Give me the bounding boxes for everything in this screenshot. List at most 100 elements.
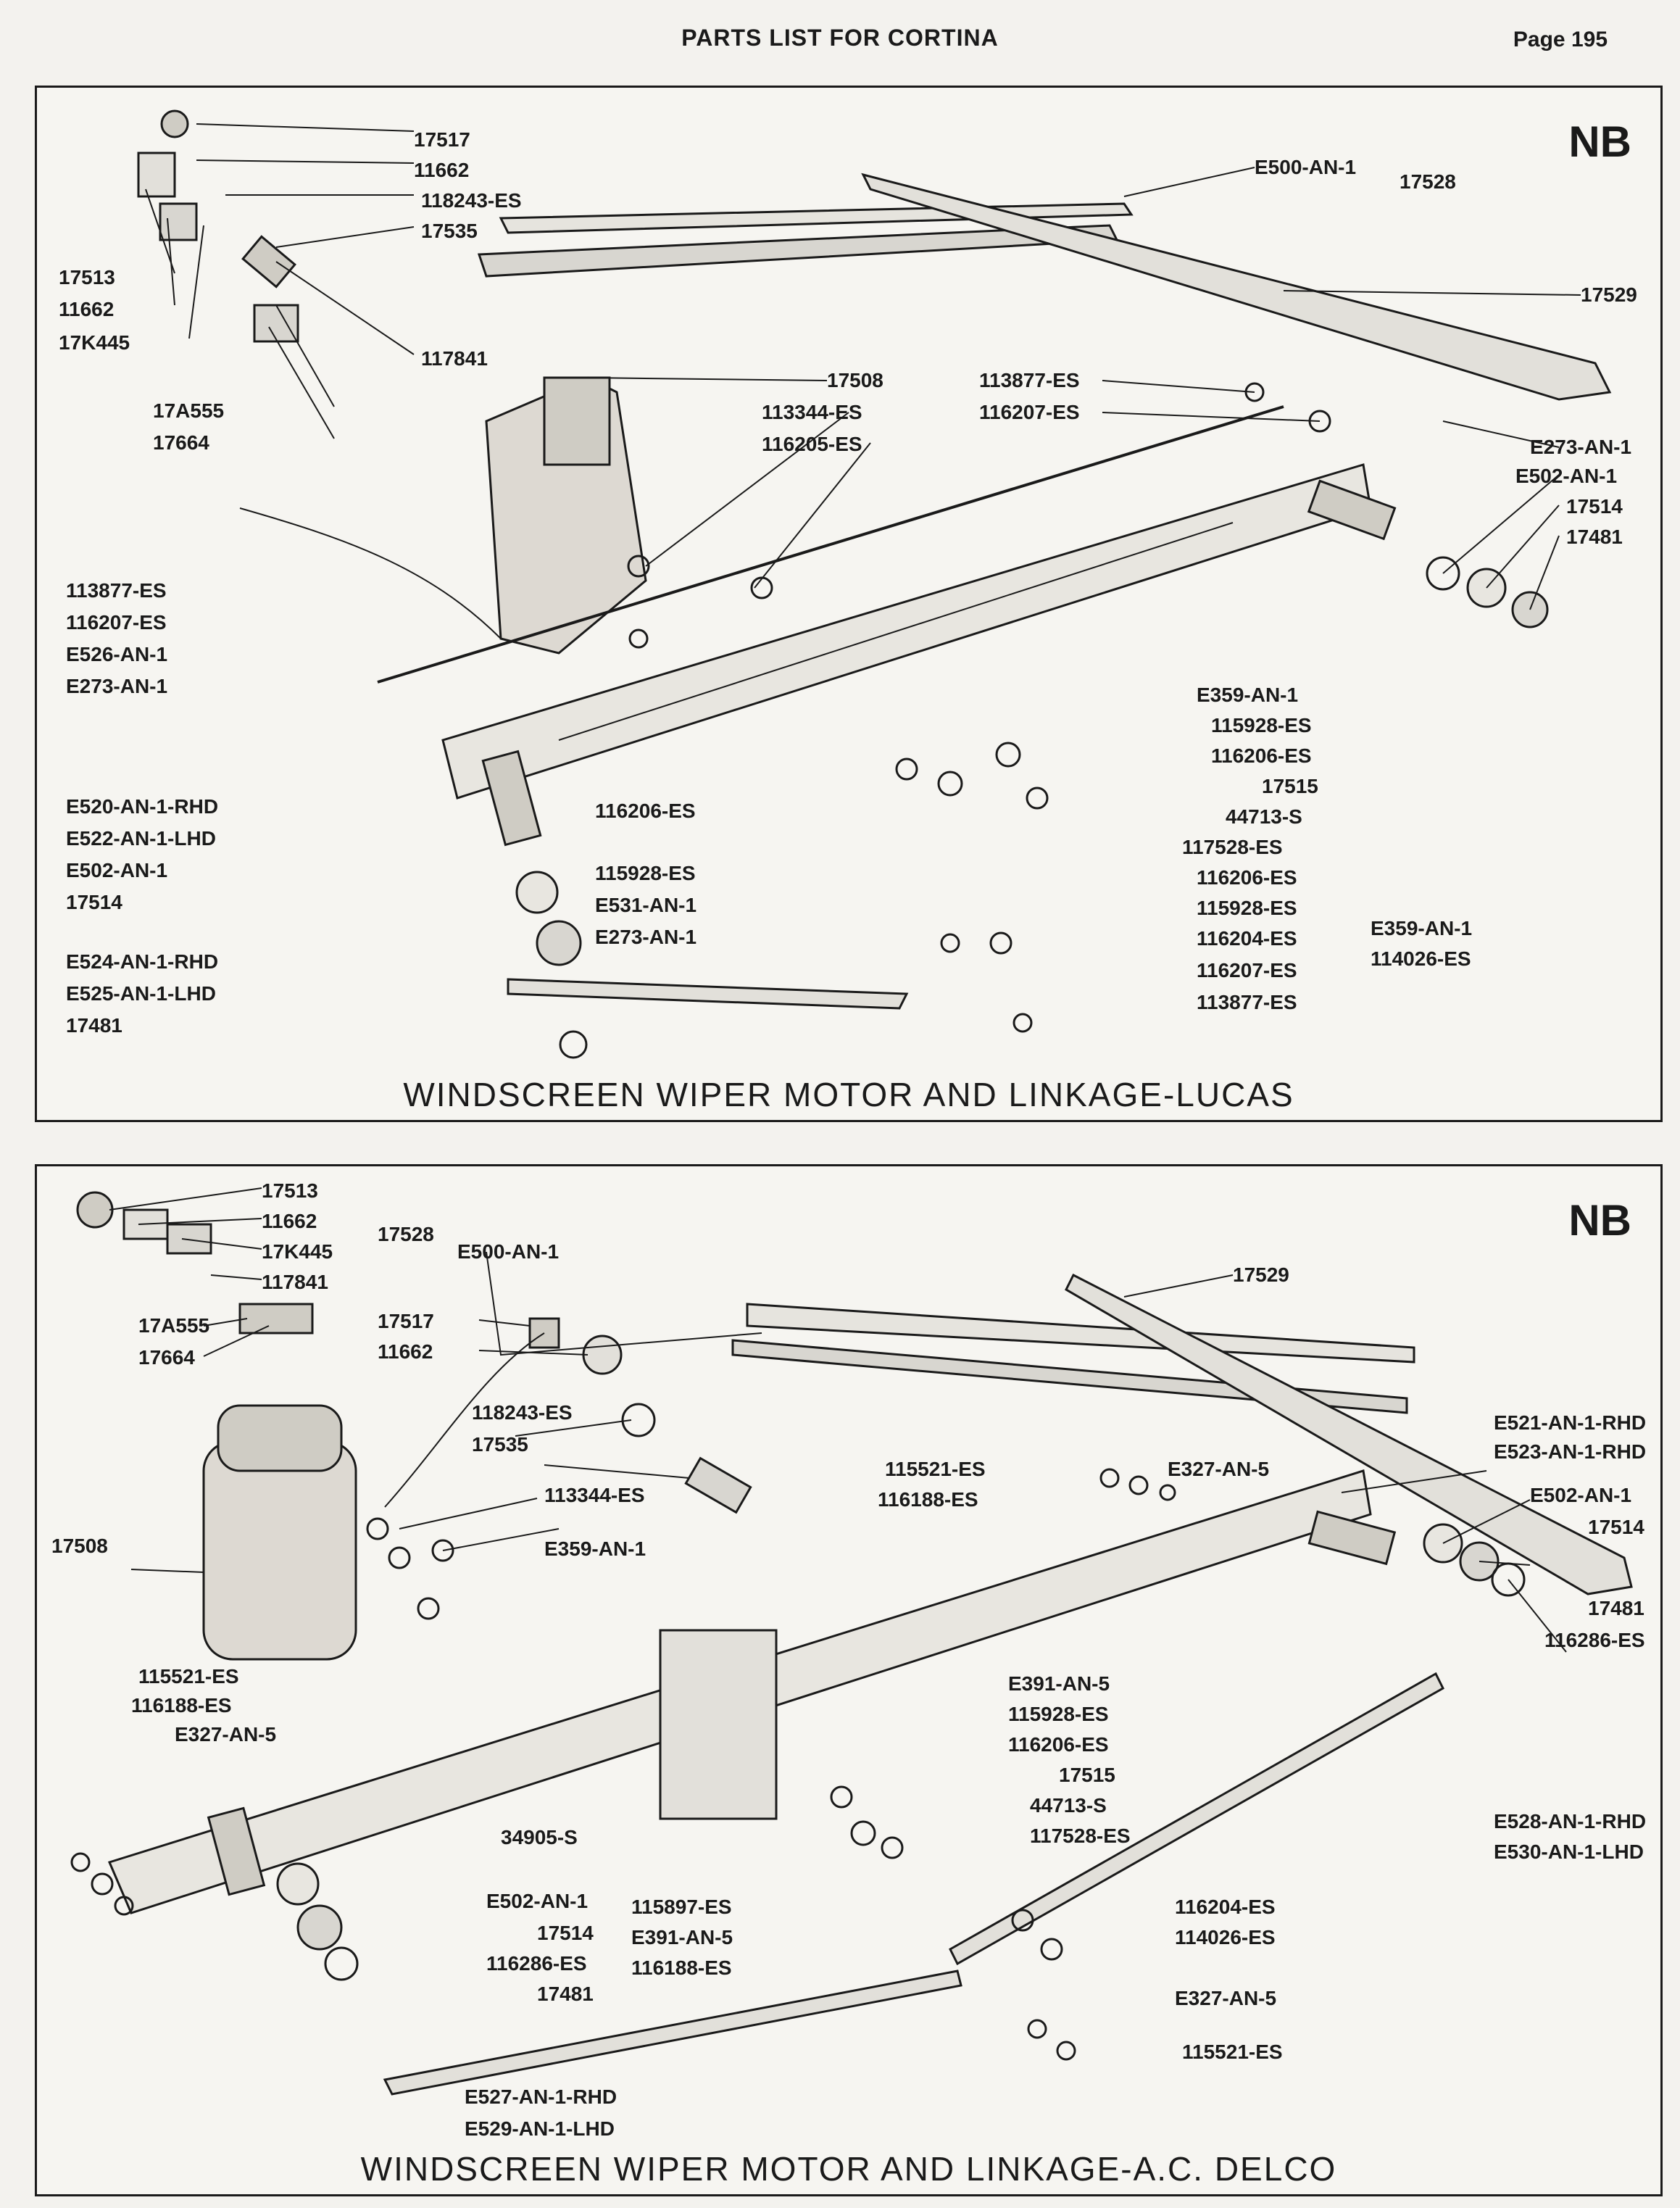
- delco-exploded-drawing: [70, 1187, 1633, 2096]
- part-label: 17481: [537, 1983, 594, 2005]
- part-label: 117528-ES: [1182, 836, 1283, 858]
- part-label: E327-AN-5: [1168, 1458, 1270, 1480]
- part-label: 117841: [421, 347, 488, 370]
- part-label: 17535: [421, 220, 478, 242]
- part-label: 116207-ES: [979, 401, 1080, 423]
- diagram-caption: WINDSCREEN WIPER MOTOR AND LINKAGE-A.C. …: [360, 2150, 1337, 2188]
- part-label: 17664: [153, 431, 209, 454]
- lucas-exploded-drawing: [137, 109, 1612, 1059]
- part-label: 17508: [51, 1535, 108, 1557]
- part-label: E273-AN-1: [1530, 436, 1632, 458]
- part-label: 116188-ES: [131, 1694, 232, 1717]
- part-label: 117841: [262, 1271, 328, 1293]
- part-label: 17528: [378, 1223, 434, 1245]
- part-label: 11662: [414, 159, 470, 181]
- part-label: 113344-ES: [762, 401, 862, 423]
- part-label: 17K445: [262, 1240, 333, 1263]
- part-label: E391-AN-5: [1008, 1672, 1110, 1695]
- part-label: E273-AN-1: [66, 675, 168, 697]
- section-tag: NB: [1568, 1196, 1631, 1245]
- part-label: 115521-ES: [138, 1665, 239, 1688]
- part-label: 17481: [1566, 526, 1623, 548]
- part-label: 114026-ES: [1175, 1926, 1276, 1948]
- part-label: 17513: [262, 1179, 318, 1202]
- part-label: E524-AN-1-RHD: [66, 950, 219, 973]
- part-label: E529-AN-1-LHD: [465, 2117, 615, 2140]
- part-label: 17514: [1566, 495, 1623, 518]
- part-label: 116207-ES: [1197, 959, 1297, 981]
- part-label: 116204-ES: [1197, 927, 1297, 950]
- part-label: 118243-ES: [421, 189, 522, 212]
- part-label: E359-AN-1: [544, 1537, 646, 1560]
- part-label: E528-AN-1-RHD: [1494, 1810, 1647, 1833]
- part-label: 115928-ES: [595, 862, 696, 884]
- part-label: 17513: [59, 266, 115, 289]
- part-label: E521-AN-1-RHD: [1494, 1411, 1647, 1434]
- part-label: E502-AN-1: [486, 1890, 589, 1912]
- page-number: Page 195: [1513, 28, 1608, 51]
- part-label: E327-AN-5: [175, 1723, 277, 1746]
- part-label: 118243-ES: [472, 1401, 573, 1424]
- part-label: 116188-ES: [878, 1488, 978, 1511]
- part-label: E327-AN-5: [1175, 1987, 1277, 2009]
- part-label: 115928-ES: [1008, 1703, 1109, 1725]
- part-label: 115521-ES: [885, 1458, 986, 1480]
- lucas-diagram-panel: NB WINDSCREEN WIPER MOTOR AND LINKAGE-LU…: [35, 86, 1663, 1122]
- part-label: 34905-S: [501, 1826, 578, 1848]
- part-label: 113877-ES: [979, 369, 1080, 391]
- part-label: 11662: [59, 298, 115, 320]
- part-label: 113877-ES: [66, 579, 167, 602]
- part-label: E531-AN-1: [595, 894, 697, 916]
- diagram-caption: WINDSCREEN WIPER MOTOR AND LINKAGE-LUCAS: [403, 1076, 1294, 1113]
- part-label: 17528: [1400, 170, 1456, 193]
- part-label: 17664: [138, 1346, 195, 1369]
- part-label: 116206-ES: [1197, 866, 1297, 889]
- part-label: 115928-ES: [1197, 897, 1297, 919]
- part-label: 11662: [262, 1210, 317, 1232]
- part-label: 17A555: [138, 1314, 210, 1337]
- part-label: 17517: [414, 128, 470, 151]
- delco-diagram-panel: NB WINDSCREEN WIPER MOTOR AND LINKAGE-A.…: [35, 1164, 1663, 2196]
- part-label: E500-AN-1: [457, 1240, 560, 1263]
- part-label: E359-AN-1: [1371, 917, 1473, 939]
- part-label: 115897-ES: [631, 1896, 732, 1918]
- part-label: 44713-S: [1226, 805, 1302, 828]
- part-label: 17517: [378, 1310, 434, 1332]
- part-label: 115928-ES: [1211, 714, 1312, 736]
- part-label: E502-AN-1: [1515, 465, 1618, 487]
- part-label: E502-AN-1: [66, 859, 168, 881]
- part-label: E273-AN-1: [595, 926, 697, 948]
- part-label: 113344-ES: [544, 1484, 645, 1506]
- part-label: 17515: [1059, 1764, 1115, 1786]
- part-label: 116286-ES: [486, 1952, 587, 1975]
- part-label: 116286-ES: [1544, 1629, 1645, 1651]
- part-label: E520-AN-1-RHD: [66, 795, 219, 818]
- part-label: 115521-ES: [1182, 2041, 1283, 2063]
- part-label: 44713-S: [1030, 1794, 1107, 1817]
- part-label: 17529: [1581, 283, 1637, 306]
- part-label: 17514: [66, 891, 122, 913]
- section-tag: NB: [1568, 117, 1631, 166]
- part-label: E530-AN-1-LHD: [1494, 1840, 1644, 1863]
- part-label: E527-AN-1-RHD: [465, 2085, 617, 2108]
- part-label: 17481: [66, 1014, 122, 1037]
- part-label: 17508: [827, 369, 883, 391]
- part-label: 17514: [537, 1922, 594, 1944]
- part-label: 114026-ES: [1371, 947, 1471, 970]
- part-label: 17K445: [59, 331, 130, 354]
- part-label: 113877-ES: [1197, 991, 1297, 1013]
- part-label: 17515: [1262, 775, 1318, 797]
- page-title: PARTS LIST FOR CORTINA: [681, 25, 999, 51]
- part-label: 116206-ES: [595, 800, 696, 822]
- part-label: E359-AN-1: [1197, 684, 1299, 706]
- part-label: 17481: [1588, 1597, 1644, 1619]
- part-label: 11662: [378, 1340, 433, 1363]
- part-label: E391-AN-5: [631, 1926, 733, 1948]
- part-label: 116206-ES: [1211, 744, 1312, 767]
- part-label: 116207-ES: [66, 611, 167, 634]
- part-label: 17514: [1588, 1516, 1644, 1538]
- part-label: E526-AN-1: [66, 643, 168, 665]
- part-label: 17A555: [153, 399, 225, 422]
- part-label: 17535: [472, 1433, 528, 1456]
- part-label: 17529: [1233, 1263, 1289, 1286]
